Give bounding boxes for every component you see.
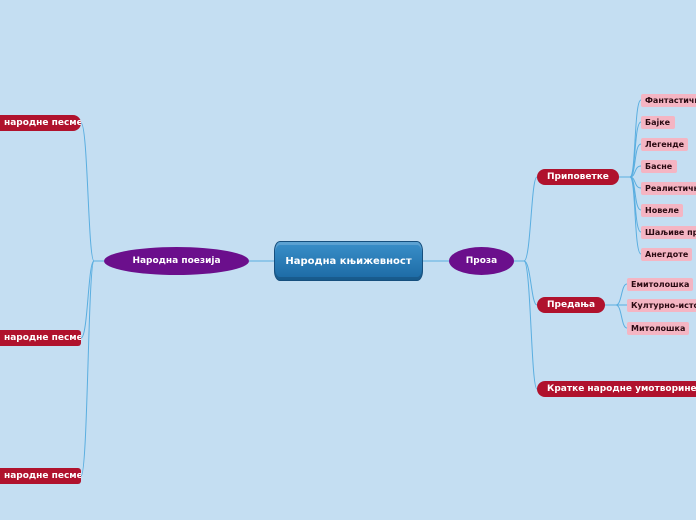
link-proza-kratke [514, 260, 538, 390]
pripovetke-leaf-5[interactable]: Реалистичн [641, 182, 696, 195]
central-node[interactable]: Народна књижевност [274, 241, 423, 281]
proza-node[interactable]: Проза [449, 247, 514, 275]
link-poezija-branch-3 [80, 260, 104, 477]
predanja-node[interactable]: Предања [537, 297, 605, 313]
pripovetke-leaf-7[interactable]: Шаљиве пр [641, 226, 696, 239]
poezija-node[interactable]: Народна поезија [104, 247, 249, 275]
predanja-leaf-3[interactable]: Митолошка [627, 322, 689, 335]
link-proza-pripovetke [514, 176, 538, 262]
pripovetke-leaf-4[interactable]: Басне [641, 160, 677, 173]
predanja-leaf-1[interactable]: Емитолошка [627, 278, 693, 291]
kratke-umotvorine-node[interactable]: Кратке народне умотворине [537, 381, 696, 397]
pripovetke-node[interactable]: Приповетке [537, 169, 619, 185]
poezija-branch-3[interactable]: народне песме [0, 468, 81, 484]
link-poezija-branch-2 [80, 260, 104, 339]
pripovetke-leaf-2[interactable]: Бајке [641, 116, 675, 129]
pripovetke-leaf-8[interactable]: Анегдоте [641, 248, 692, 261]
poezija-branch-1[interactable]: народне песме [0, 115, 81, 131]
predanja-leaf-2[interactable]: Културно-исто [627, 299, 696, 312]
poezija-branch-2[interactable]: народне песме [0, 330, 81, 346]
link-poezija-branch-1 [80, 122, 104, 262]
link-proza-predanja [514, 260, 538, 306]
pripovetke-leaf-3[interactable]: Легенде [641, 138, 688, 151]
pripovetke-leaf-1[interactable]: Фантастичн [641, 94, 696, 107]
pripovetke-leaf-6[interactable]: Новеле [641, 204, 683, 217]
